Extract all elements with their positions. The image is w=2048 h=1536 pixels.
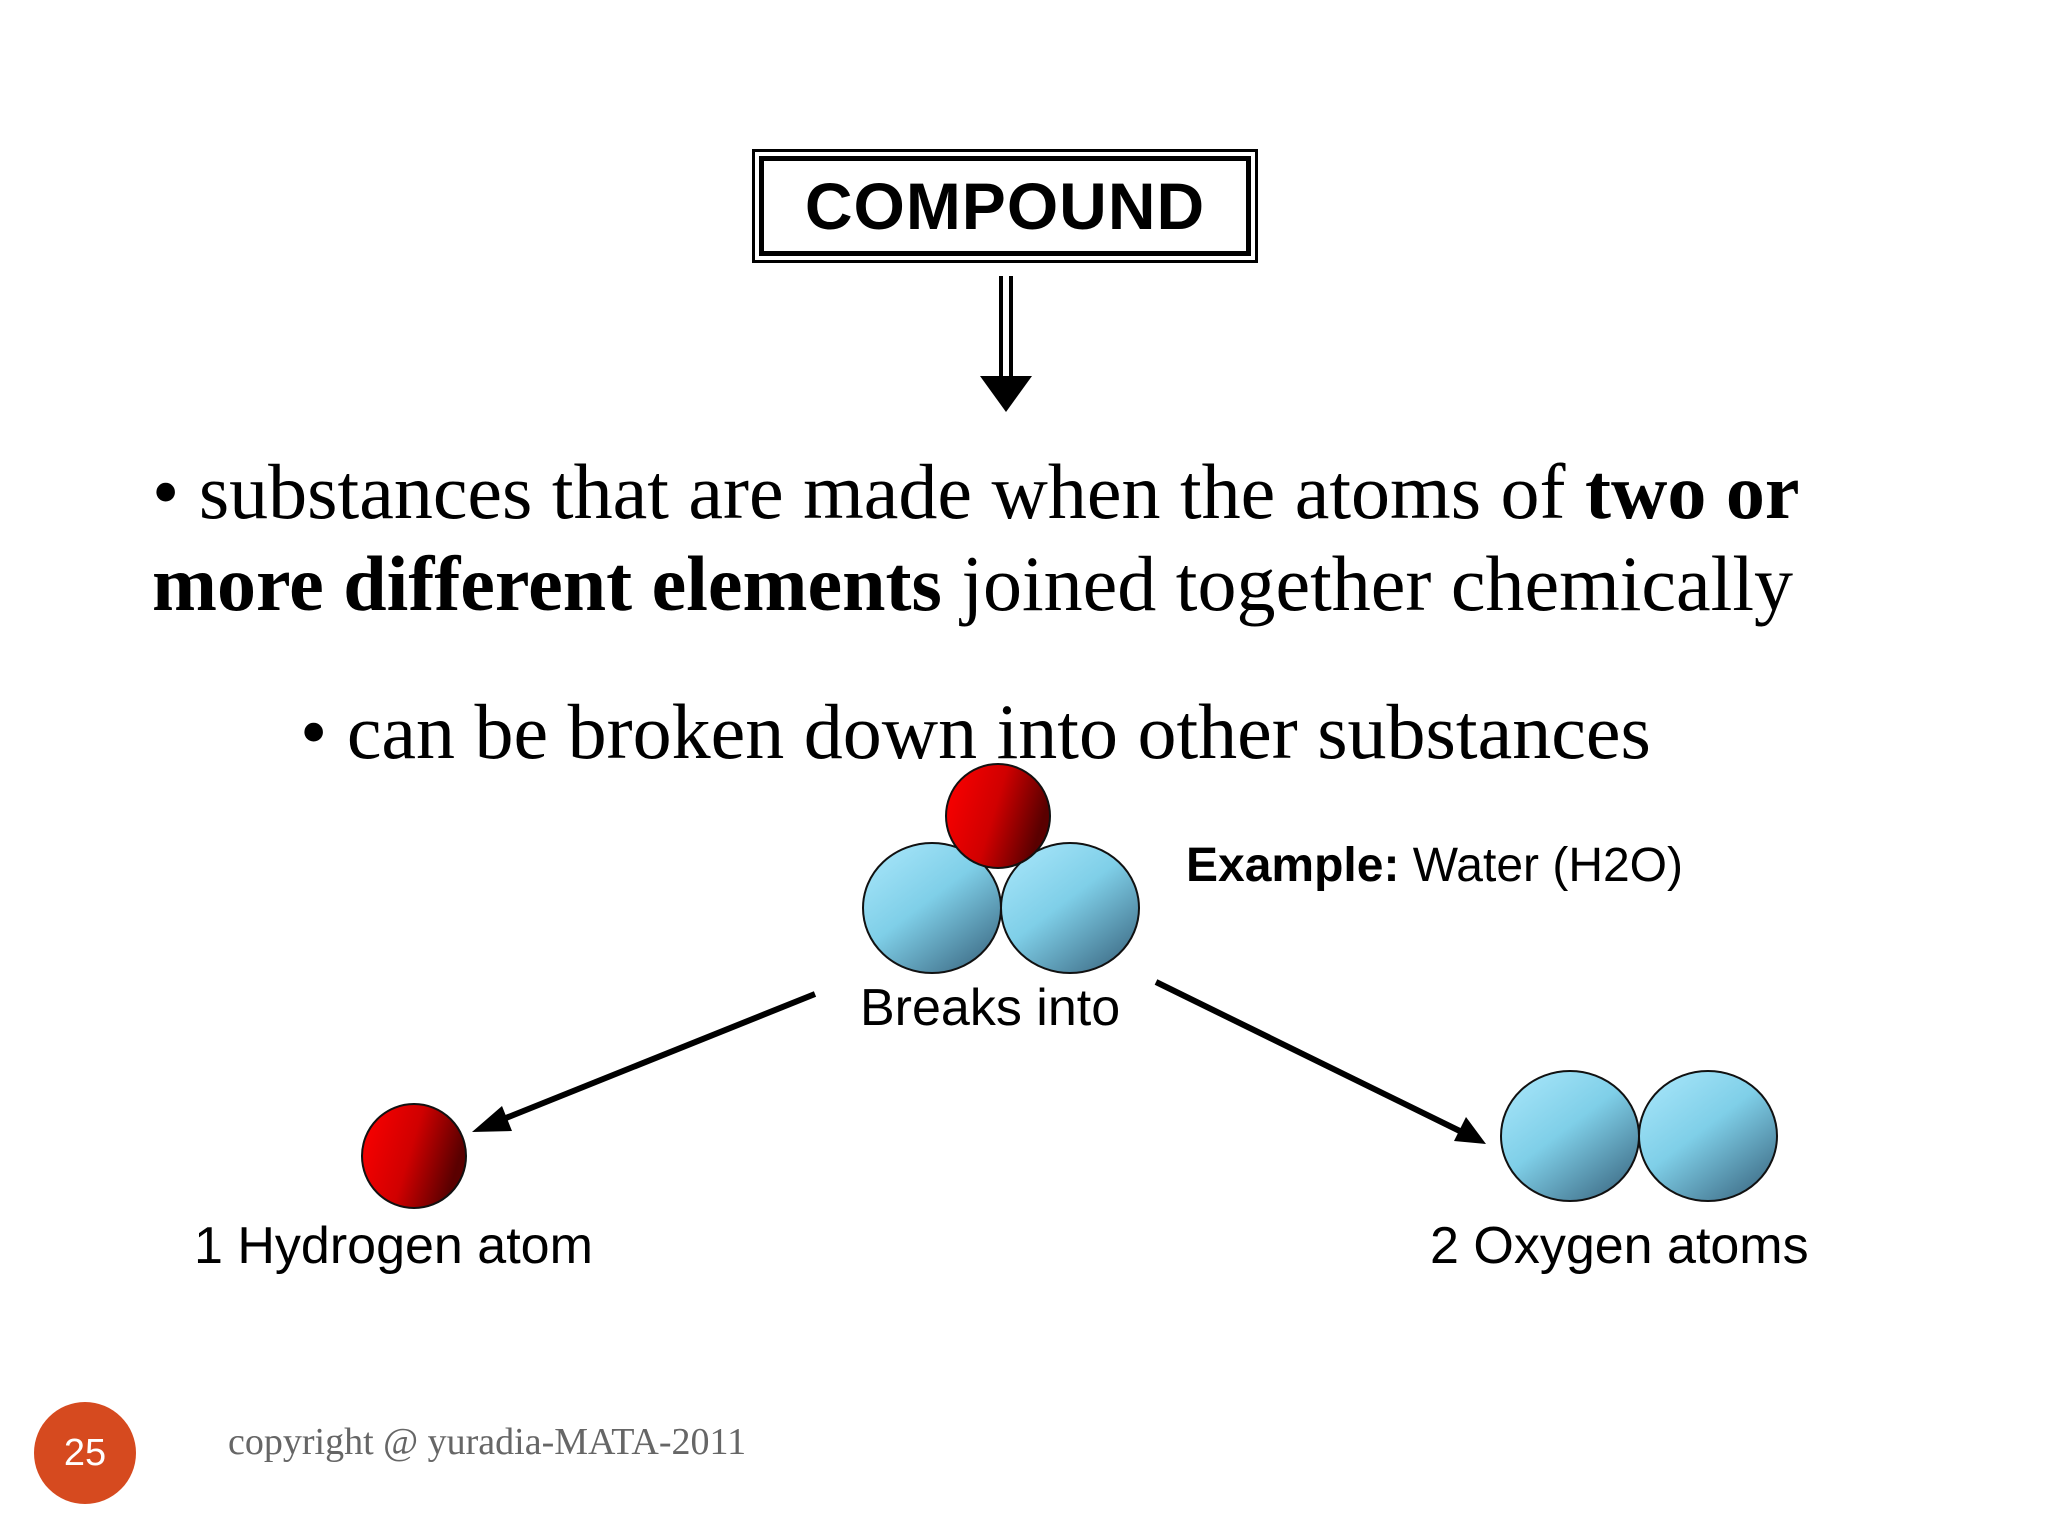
example-value: Water (H2O)	[1399, 839, 1683, 892]
bullet-bold-text: two or more different elements	[152, 448, 1799, 627]
title-box: COMPOUND	[752, 149, 1258, 263]
bullet-marker: •	[152, 448, 180, 535]
oxygen-atom-b	[1638, 1070, 1778, 1202]
example-label: Example: Water (H2O)	[1186, 838, 1683, 893]
example-prefix: Example:	[1186, 839, 1400, 892]
left-arrow	[472, 991, 817, 1132]
bullet-text: can be broken down into other substances	[327, 688, 1651, 775]
oxygen-atom-right	[1000, 842, 1140, 974]
hydrogen-label: 1 Hydrogen atom	[194, 1217, 593, 1275]
oxygen-atom-a	[1500, 1070, 1640, 1202]
slide-title: COMPOUND	[759, 156, 1251, 256]
oxygen-pair	[1500, 1070, 1778, 1202]
copyright-text: copyright @ yuradia-MATA-2011	[228, 1421, 747, 1463]
down-arrow	[980, 276, 1032, 412]
bullet-marker: •	[300, 688, 328, 775]
bullet-breakdown: • can be broken down into other substanc…	[300, 686, 1651, 778]
bullet-definition: • substances that are made when the atom…	[152, 446, 1892, 630]
water-molecule	[862, 763, 1140, 974]
hydrogen-atom-top	[945, 763, 1051, 869]
breaks-into-label: Breaks into	[860, 979, 1121, 1037]
hydrogen-atom-single	[361, 1103, 467, 1209]
oxygen-label: 2 Oxygen atoms	[1430, 1217, 1809, 1275]
bullet-text-after: joined together chemically	[941, 540, 1794, 627]
right-arrow	[1154, 979, 1486, 1144]
page-number-badge: 25	[34, 1402, 136, 1504]
bullet-text-before: substances that are made when the atoms …	[179, 448, 1586, 535]
